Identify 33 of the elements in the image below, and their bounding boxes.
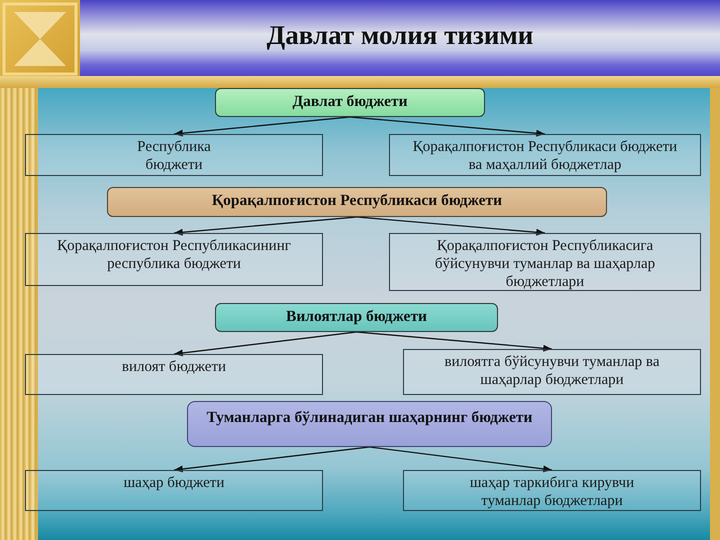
- arrow: [369, 446, 552, 472]
- box-label: вилоятга бўйсунувчи туманлар ва шаҳарлар бюджетлари: [444, 353, 660, 389]
- box-label: Қорақалпоғистон Республикаси бюджети ва маҳаллий бюджетлар: [412, 138, 678, 174]
- title: Давлат молия тизими: [266, 19, 534, 52]
- box-label: Қорақалпоғистон Республикасига бўйсунувчи туманлар ва шаҳарлар бюджетлари: [434, 237, 656, 291]
- arrow: [174, 331, 357, 356]
- item-box: [403, 470, 701, 511]
- section-header-box: [107, 187, 607, 217]
- item-box: [25, 354, 323, 395]
- item-box: [403, 349, 701, 395]
- arrow: [174, 216, 358, 236]
- item-box: [389, 134, 701, 176]
- section-header-box: [215, 303, 498, 332]
- item-box: [25, 470, 323, 511]
- item-box: [25, 233, 323, 286]
- box-label: Вилоятлар бюджети: [286, 308, 427, 326]
- arrow: [356, 331, 552, 352]
- box-label: шаҳар таркибига кирувчи туманлар бюджетлари: [468, 474, 636, 510]
- arrow: [174, 116, 350, 137]
- section-header-box: [215, 88, 485, 117]
- box-label: Туманларга бўлинадиган шаҳарнинг бюджети: [206, 409, 532, 427]
- item-box: [389, 233, 701, 291]
- box-label: Республика бюджети: [136, 138, 212, 174]
- arrow: [356, 216, 546, 236]
- box-label: шаҳар бюджети: [122, 474, 226, 492]
- box-label: Давлат бюджети: [292, 93, 408, 111]
- box-label: Қорақалпоғистон Республикаси бюджети: [212, 192, 502, 210]
- arrow: [174, 446, 370, 472]
- box-label: вилоят бюджети: [120, 358, 228, 376]
- box-label: Қорақалпоғистон Республикасининг республика бюджети: [56, 237, 292, 273]
- arrow: [350, 116, 546, 137]
- item-box: [25, 134, 323, 176]
- section-header-box: [187, 401, 552, 447]
